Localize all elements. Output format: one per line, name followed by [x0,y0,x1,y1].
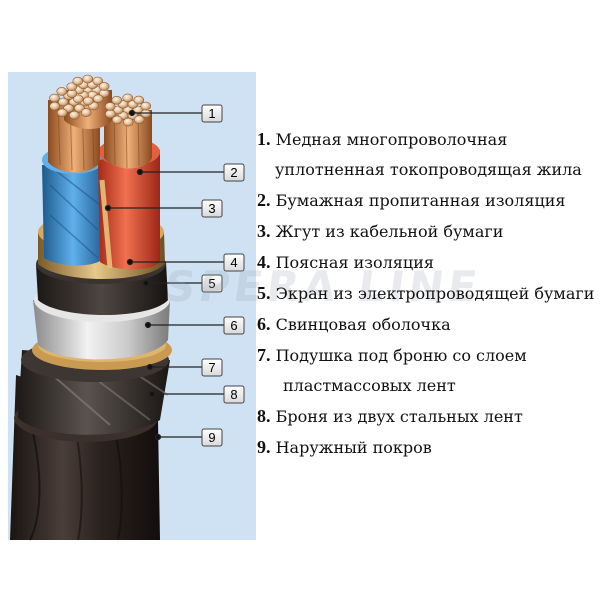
callout-9: 9 [201,428,223,447]
legend-number: 2. [257,190,271,210]
copper-strand-tip [133,115,145,124]
red-core-insulation [98,150,160,270]
legend-text: Броня из двух стальных лент [275,407,523,426]
callout-5: 5 [201,274,223,293]
copper-strand-tip [98,82,110,91]
copper-strand-tip [104,102,116,111]
callout-labels: 1 2 3 4 5 6 7 8 9 [201,104,245,447]
legend-text: Поясная изоляция [275,253,434,272]
legend-text: Экран из электропроводящей бумаги [275,284,595,303]
legend-text: Подушка под броню со слоем [275,346,527,365]
legend-item-6: 6. Свинцовая оболочка [257,309,597,340]
copper-strand-tip [122,117,134,127]
copper-strand-tip [140,101,152,111]
callout-3: 3 [201,199,223,218]
legend-number: 3. [257,221,271,241]
callout-2-text: 2 [230,165,237,180]
callout-1-text: 1 [208,106,215,121]
callout-9-text: 9 [208,430,215,445]
copper-strand-tip [68,110,80,120]
copper-strand-tip [92,76,104,86]
copper-strand-tip [56,87,68,96]
copper-strand-tip [82,96,94,106]
copper-strand-tip [111,115,123,125]
copper-strand-tip [133,95,145,105]
copper-strand-tip [66,82,78,92]
copper-strand-tip [80,108,92,117]
callout-8-text: 8 [230,387,237,402]
legend-text-continued: пластмассовых лент [283,376,456,395]
legend-number: 6. [257,314,271,334]
copper-strand-tip [57,97,69,107]
legend-number: 4. [257,252,271,272]
copper-strand-tip [82,74,94,84]
legend-number: 9. [257,437,271,457]
callout-8: 8 [223,385,245,404]
legend-item-3: 3. Жгут из кабельной бумаги [257,216,597,247]
copper-strand-tip [56,108,68,118]
callout-6-text: 6 [230,318,237,333]
blue-core-insulation [42,160,104,266]
leader-lines [104,109,224,441]
copper-strand-tip [72,76,84,86]
copper-strand-tip [122,93,134,103]
legend-text-continued: уплотненная токопроводящая жила [275,160,582,179]
callout-1: 1 [201,104,223,123]
legend-text: Медная многопроволочная [275,130,508,149]
copper-strand-tip [49,93,60,103]
callout-3-text: 3 [208,201,215,216]
legend-text: Свинцовая оболочка [275,315,451,334]
legend-number: 8. [257,406,271,426]
callout-2: 2 [223,163,245,182]
legend: 1. Медная многопроволочная уплотненная т… [257,124,597,463]
callout-7-text: 7 [208,360,215,375]
copper-conductors [48,74,152,173]
legend-number: 5. [257,283,271,303]
legend-item-2: 2. Бумажная пропитанная изоляция [257,185,597,216]
legend-text: Бумажная пропитанная изоляция [275,191,566,210]
legend-number: 1. [257,129,271,149]
legend-item-7: 7. Подушка под броню со слоем пластмассо… [257,340,597,401]
copper-strand-tip [104,109,116,119]
legend-number: 7. [257,345,271,365]
copper-strand-tip [92,94,104,104]
legend-item-9: 9. Наружный покров [257,432,597,463]
copper-strand-tip [49,101,60,111]
callout-7: 7 [201,358,223,377]
copper-strand-tip [111,96,123,105]
callout-4-text: 4 [230,255,237,270]
legend-item-1: 1. Медная многопроволочная уплотненная т… [257,124,597,185]
legend-item-5: 5. Экран из электропроводящей бумаги [257,278,597,309]
paper-filler-strand [99,179,113,269]
copper-strand-tip [72,94,84,104]
callout-5-text: 5 [208,276,215,291]
callout-4: 4 [223,253,245,272]
callout-6: 6 [223,316,245,335]
legend-item-4: 4. Поясная изоляция [257,247,597,278]
legend-item-8: 8. Броня из двух стальных лент [257,401,597,432]
legend-text: Жгут из кабельной бумаги [275,222,504,241]
legend-text: Наружный покров [275,438,432,457]
